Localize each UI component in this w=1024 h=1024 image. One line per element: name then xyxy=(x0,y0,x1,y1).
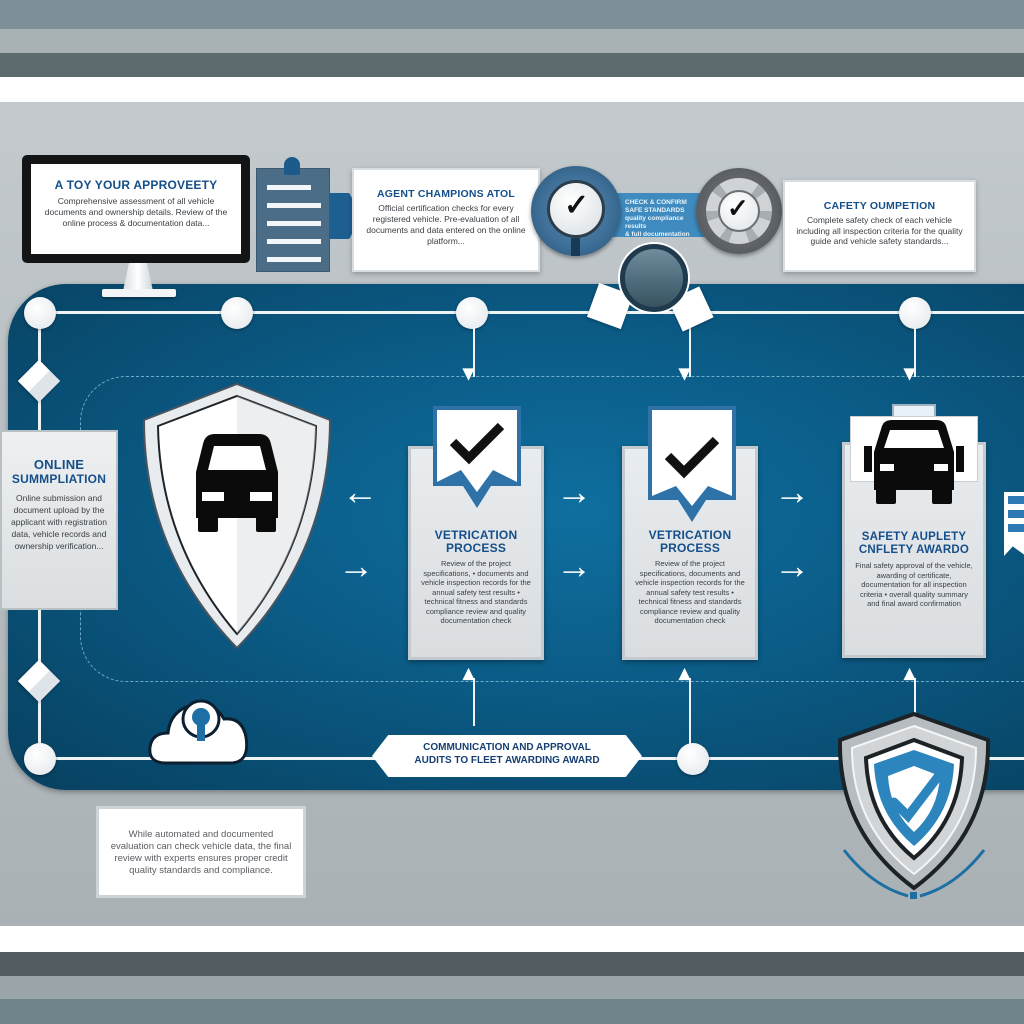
top-connector-line xyxy=(40,311,1024,314)
arrow-down-2-icon: ▾ xyxy=(679,360,691,385)
bottom-stripe-1 xyxy=(0,926,1024,952)
arrow-right-5-icon: → xyxy=(774,545,810,586)
document-list-icon xyxy=(1004,492,1024,556)
arrow-up-3-icon: ▴ xyxy=(904,660,916,685)
car-icon xyxy=(850,404,978,508)
monitor-body: Comprehensive assessment of all vehicle … xyxy=(44,196,228,228)
monitor-title: A TOY YOUR APPROVEETY xyxy=(54,178,218,192)
node-top-2 xyxy=(221,297,253,329)
top-card-right: CAFETY OUMPETION Complete safety check o… xyxy=(783,180,976,272)
checkmark-badge-icon xyxy=(431,404,523,514)
mid-banner: CHECK & CONFIRM SAFE STANDARDS quality c… xyxy=(611,193,707,238)
arrow-down-3-shaft xyxy=(914,327,916,377)
top-stripe-4 xyxy=(0,77,1024,102)
clipboard-clip-icon xyxy=(284,157,300,175)
arrow-down-3-icon: ▾ xyxy=(904,360,916,385)
arrow-up-2-icon: ▴ xyxy=(679,660,691,685)
shield-check-icon xyxy=(837,711,991,899)
arrow-right-2-icon: → xyxy=(556,471,592,512)
top-card-right-title: CAFETY OUMPETION xyxy=(823,200,936,212)
monitor-base xyxy=(102,289,176,297)
arrow-left-icon: ← xyxy=(342,471,378,512)
communication-banner: COMMUNICATION AND APPROVAL AUDITS TO FLE… xyxy=(372,735,642,777)
gear-checkmark-icon: ✓ xyxy=(696,168,782,254)
top-stripe-2 xyxy=(0,29,1024,53)
bottom-stripe-2 xyxy=(0,952,1024,976)
node-top-4 xyxy=(899,297,931,329)
checkmark-badge-icon xyxy=(646,404,738,524)
arrow-down-2-shaft xyxy=(689,327,691,377)
magnifier-icon xyxy=(586,244,718,340)
node-top-left xyxy=(24,297,56,329)
arrow-up-3-shaft xyxy=(914,678,916,718)
note-card: While automated and documented evaluatio… xyxy=(96,806,306,898)
top-card-center-title: AGENT CHAMPIONS ATOL xyxy=(377,188,515,200)
arrow-right-4-icon: → xyxy=(774,471,810,512)
top-card-right-body: Complete safety check of each vehicle in… xyxy=(796,215,963,246)
online-submission-panel: ONLINE SUMMPLIATION Online submission an… xyxy=(0,430,118,610)
arrow-right-3-icon: → xyxy=(556,545,592,586)
cloud-keyhole-icon xyxy=(148,699,249,765)
arrow-down-1-icon: ▾ xyxy=(463,360,475,385)
arrow-down-1-shaft xyxy=(473,327,475,377)
clipboard-icon xyxy=(256,168,330,272)
arrow-right-1-icon: → xyxy=(338,545,374,586)
monitor-screen: A TOY YOUR APPROVEETY Comprehensive asse… xyxy=(31,164,241,254)
bottom-stripe-3 xyxy=(0,976,1024,999)
node-bottom-left xyxy=(24,743,56,775)
top-stripe-3 xyxy=(0,53,1024,77)
car-shield-icon xyxy=(142,382,332,650)
arrow-up-1-icon: ▴ xyxy=(463,660,475,685)
arrow-up-1-shaft xyxy=(473,678,475,726)
top-card-center-body: Official certification checks for every … xyxy=(366,203,526,246)
monitor-icon: A TOY YOUR APPROVEETY Comprehensive asse… xyxy=(22,155,250,263)
bottom-stripe-4 xyxy=(0,999,1024,1024)
arrow-up-2-shaft xyxy=(689,678,691,744)
top-card-center: AGENT CHAMPIONS ATOL Official certificat… xyxy=(352,168,540,272)
node-bottom-2 xyxy=(677,743,709,775)
top-stripe-1 xyxy=(0,0,1024,29)
checkmark-gauge-icon: ✓ xyxy=(531,166,621,256)
node-top-3 xyxy=(456,297,488,329)
